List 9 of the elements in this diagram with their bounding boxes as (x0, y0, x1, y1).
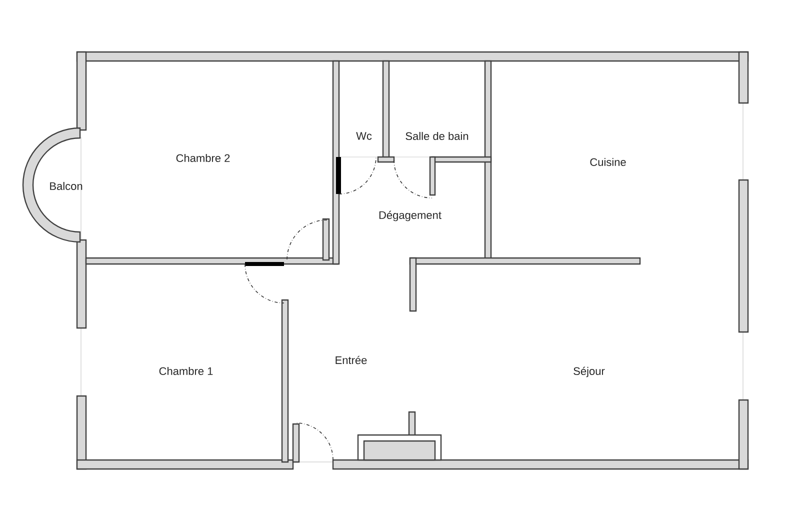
room-label: Chambre 1 (159, 366, 213, 376)
room-label: Séjour (574, 366, 605, 378)
room-label: Cuisine (590, 158, 626, 166)
room-label: Wc (356, 132, 372, 140)
room-label: Salle de bain (406, 132, 468, 140)
room-label: Entrée (336, 356, 367, 364)
room-label: Chambre 2 (176, 154, 230, 162)
room-label: Balcon (50, 182, 82, 190)
room-label: Dégagement (379, 210, 442, 222)
